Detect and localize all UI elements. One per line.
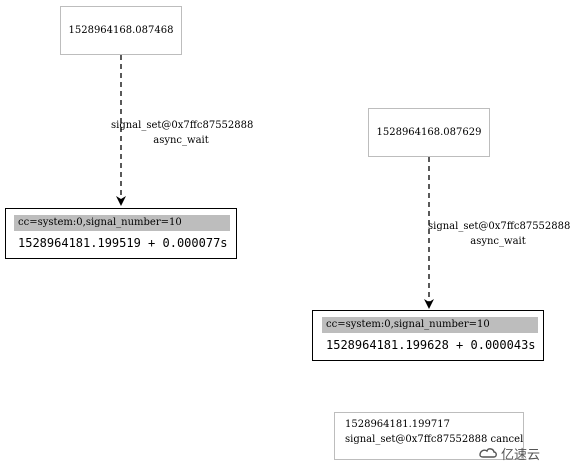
node-right-top: 1528964168.087629 bbox=[368, 108, 490, 157]
node-right-event-header: cc=system:0,signal_number=10 bbox=[322, 317, 538, 333]
yisu-cloud-logo-icon bbox=[479, 448, 497, 458]
watermark: 亿速云 bbox=[478, 443, 540, 463]
edge-left-label-line2: async_wait bbox=[153, 135, 209, 146]
edge-left-label: signal_set@0x7ffc87552888 async_wait bbox=[111, 118, 254, 148]
node-left-event-time: 1528964181.199519 + 0.000077s bbox=[18, 236, 228, 250]
node-left-event-header: cc=system:0,signal_number=10 bbox=[14, 215, 230, 231]
node-right-event: cc=system:0,signal_number=10 1528964181.… bbox=[312, 310, 544, 361]
node-bottom-partial-line2: signal_set@0x7ffc87552888 cancel bbox=[345, 434, 524, 445]
edge-right-label-line1: signal_set@0x7ffc87552888 bbox=[428, 221, 571, 232]
node-bottom-partial-line1: 1528964181.199717 bbox=[345, 419, 450, 430]
node-left-top-label: 1528964168.087468 bbox=[68, 25, 174, 36]
node-right-top-label: 1528964168.087629 bbox=[376, 127, 482, 138]
watermark-text: 亿速云 bbox=[501, 447, 541, 463]
edge-right-label: signal_set@0x7ffc87552888 async_wait bbox=[428, 219, 571, 249]
edge-left-label-line1: signal_set@0x7ffc87552888 bbox=[111, 120, 254, 131]
node-right-event-time: 1528964181.199628 + 0.000043s bbox=[326, 338, 536, 352]
node-left-top: 1528964168.087468 bbox=[60, 6, 182, 55]
node-bottom-partial: 1528964181.199717 signal_set@0x7ffc87552… bbox=[334, 412, 524, 460]
node-left-event: cc=system:0,signal_number=10 1528964181.… bbox=[5, 208, 237, 259]
edge-right-label-line2: async_wait bbox=[470, 236, 526, 247]
